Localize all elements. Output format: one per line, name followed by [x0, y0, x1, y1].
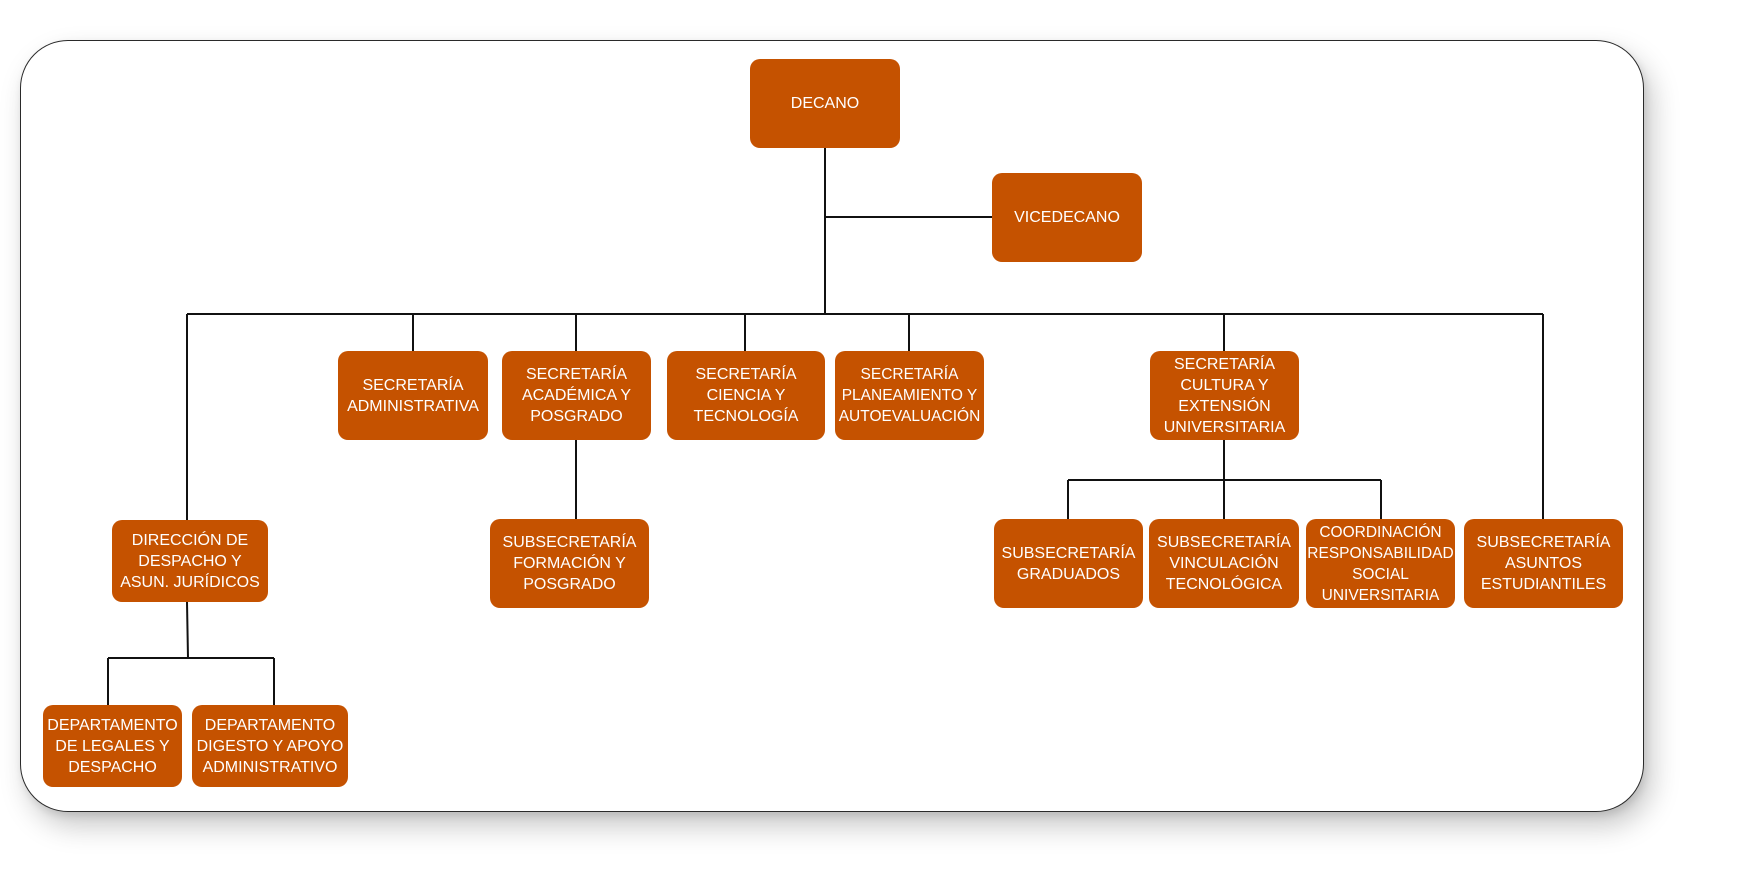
subsecretaria-vinculacion-box[interactable]: SUBSECRETARÍA VINCULACIÓN TECNOLÓGICA [1149, 519, 1299, 608]
secretaria-ciencia-box[interactable]: SECRETARÍA CIENCIA Y TECNOLOGÍA [667, 351, 825, 440]
secretaria-administrativa-box[interactable]: SECRETARÍA ADMINISTRATIVA [338, 351, 488, 440]
decano-box[interactable]: DECANO [750, 59, 900, 148]
subsecretaria-graduados-box[interactable]: SUBSECRETARÍA GRADUADOS [994, 519, 1143, 608]
secretaria-academica-box[interactable]: SECRETARÍA ACADÉMICA Y POSGRADO [502, 351, 651, 440]
coordinacion-responsabilidad-box[interactable]: COORDINACIÓN RESPONSABILIDAD SOCIAL UNIV… [1306, 519, 1455, 608]
subsecretaria-asuntos-box[interactable]: SUBSECRETARÍA ASUNTOS ESTUDIANTILES [1464, 519, 1623, 608]
direccion-despacho-box[interactable]: DIRECCIÓN DE DESPACHO Y ASUN. JURÍDICOS [112, 520, 268, 602]
subsecretaria-formacion-box[interactable]: SUBSECRETARÍA FORMACIÓN Y POSGRADO [490, 519, 649, 608]
org-chart-frame [20, 40, 1644, 812]
vicedecano-box[interactable]: VICEDECANO [992, 173, 1142, 262]
departamento-digesto-box[interactable]: DEPARTAMENTO DIGESTO Y APOYO ADMINISTRAT… [192, 705, 348, 787]
secretaria-cultura-box[interactable]: SECRETARÍA CULTURA Y EXTENSIÓN UNIVERSIT… [1150, 351, 1299, 440]
departamento-legales-box[interactable]: DEPARTAMENTO DE LEGALES Y DESPACHO [43, 705, 182, 787]
secretaria-planeamiento-box[interactable]: SECRETARÍA PLANEAMIENTO Y AUTOEVALUACIÓN [835, 351, 984, 440]
